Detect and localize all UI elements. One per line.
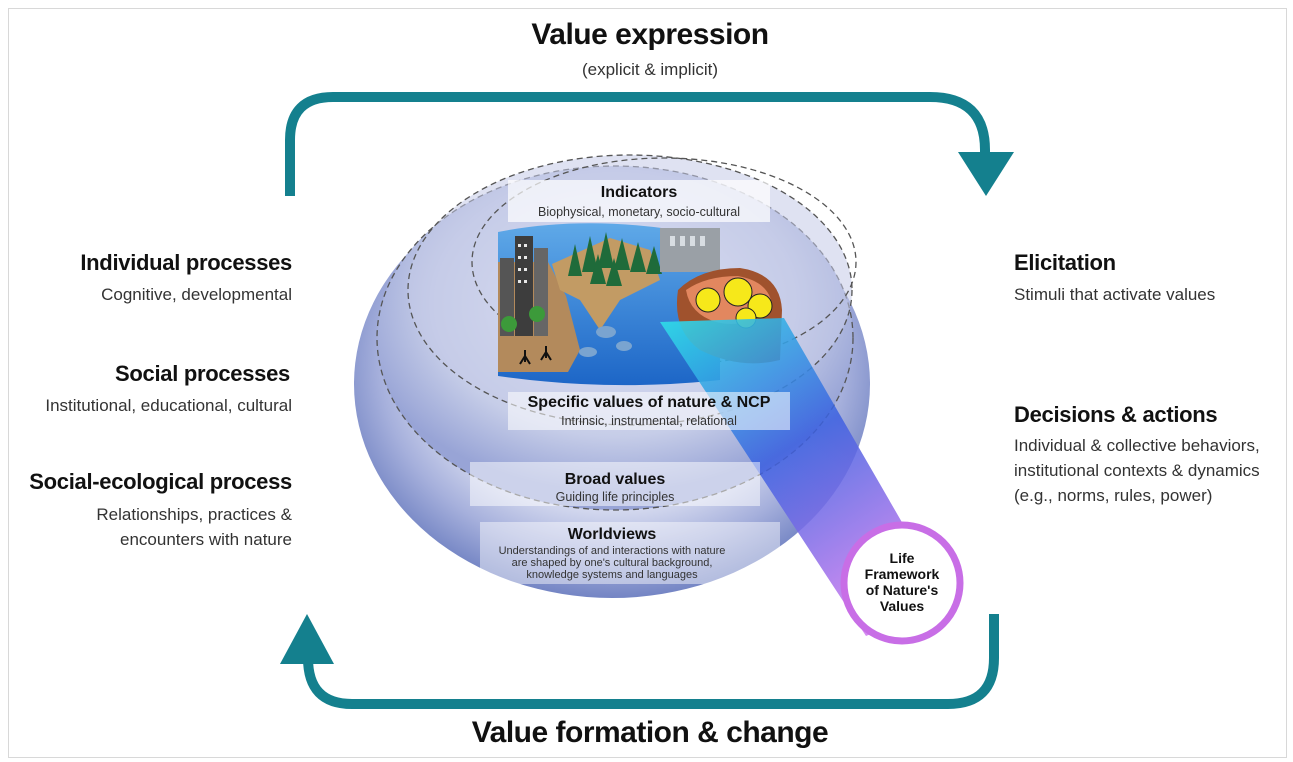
- decisions-actions-desc-line: institutional contexts & dynamics: [1014, 461, 1260, 480]
- worldviews-desc-line: are shaped by one's cultural background,: [511, 557, 713, 569]
- decisions-actions-desc: Individual & collective behaviors, insti…: [1014, 433, 1260, 508]
- elicitation-title: Elicitation: [1014, 250, 1116, 275]
- broad-values-desc: Guiding life principles: [555, 490, 675, 504]
- indicators-band: [508, 180, 770, 222]
- top-arrowhead-icon: [958, 152, 1014, 196]
- specific-values-desc: Intrinsic, instrumental, relational: [561, 414, 737, 428]
- broad-values-title: Broad values: [564, 471, 666, 488]
- life-framework-line: Framework: [864, 566, 940, 582]
- life-framework-label: Life Framework of Nature's Values: [852, 550, 952, 614]
- figure-frame: [8, 8, 1287, 758]
- top-cycle-arrow: [285, 92, 990, 196]
- individual-processes-desc: Cognitive, developmental: [101, 285, 292, 304]
- worldviews-band: [480, 522, 780, 584]
- individual-processes-title: Individual processes: [80, 250, 292, 275]
- worldviews-desc-line: Understandings of and interactions with …: [498, 545, 726, 557]
- bottom-cycle-arrow: [303, 614, 999, 709]
- elicitation-desc: Stimuli that activate values: [1014, 285, 1216, 304]
- indicators-ellipse: [471, 157, 857, 367]
- bottom-arrowhead-icon: [280, 614, 334, 664]
- social-processes-desc: Institutional, educational, cultural: [45, 396, 292, 415]
- indicators-desc: Biophysical, monetary, socio-cultural: [538, 205, 740, 219]
- value-expression-subtitle: (explicit & implicit): [581, 60, 719, 79]
- landscape-scene-icon: [498, 223, 782, 386]
- social-ecological-desc: Relationships, practices & encounters wi…: [20, 502, 292, 552]
- life-framework-line: Values: [879, 598, 925, 614]
- specific-band: [508, 392, 790, 430]
- specific-values-title: Specific values of nature & NCP: [527, 394, 771, 411]
- worldviews-desc-line: knowledge systems and languages: [526, 569, 698, 581]
- value-formation-title: Value formation & change: [471, 716, 829, 749]
- decisions-actions-title: Decisions & actions: [1014, 402, 1218, 427]
- social-ecological-desc-line: encounters with nature: [120, 530, 292, 549]
- value-expression-title: Value expression: [531, 18, 769, 51]
- social-processes-title: Social processes: [115, 361, 290, 386]
- decisions-actions-desc-line: Individual & collective behaviors,: [1014, 436, 1260, 455]
- life-bubble: [840, 521, 964, 645]
- social-ecological-title: Social-ecological process: [29, 469, 292, 494]
- decisions-actions-desc-line: (e.g., norms, rules, power): [1014, 486, 1213, 505]
- worldviews-desc: Understandings of and interactions with …: [462, 545, 762, 581]
- indicators-title: Indicators: [600, 184, 678, 201]
- social-ecological-desc-line: Relationships, practices &: [96, 505, 292, 524]
- life-framework-line: Life: [889, 550, 915, 566]
- life-framework-line: of Nature's: [865, 582, 939, 598]
- broad-band: [470, 462, 760, 506]
- worldviews-title: Worldviews: [567, 526, 657, 543]
